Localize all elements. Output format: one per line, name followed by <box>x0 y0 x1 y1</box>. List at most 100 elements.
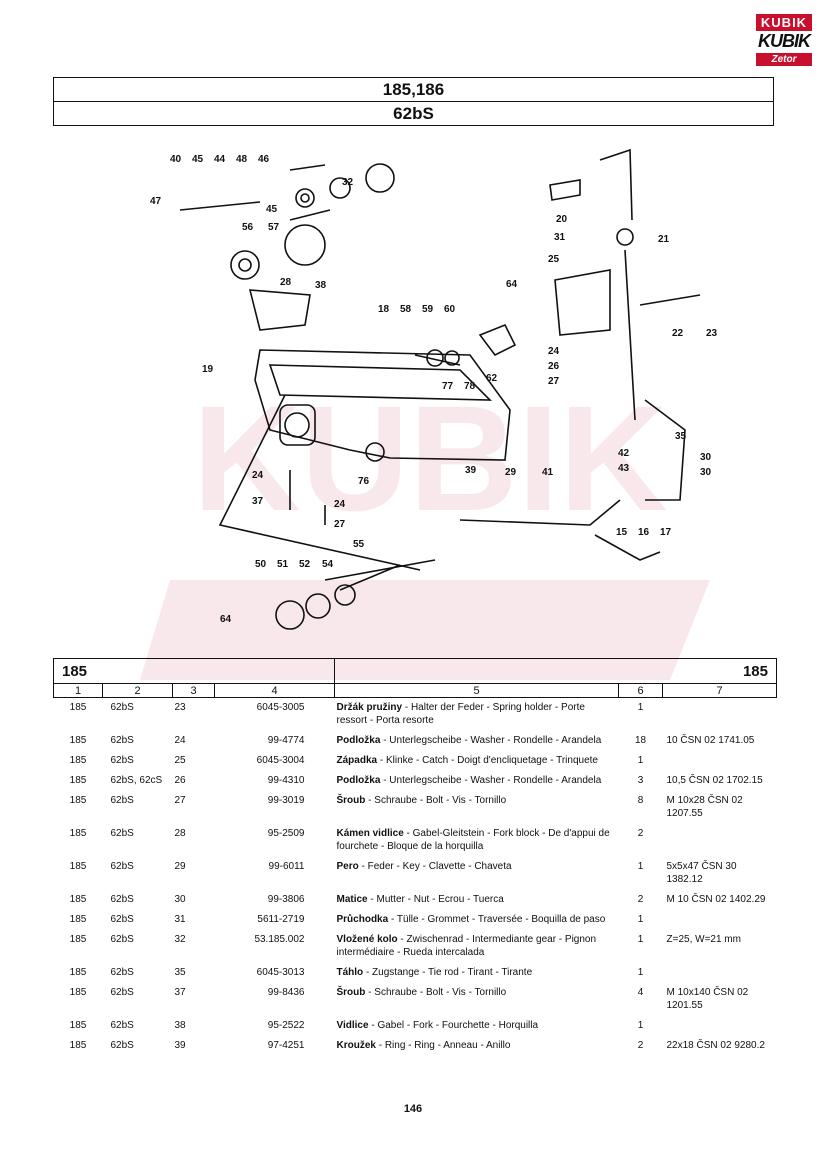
part-name: Matice <box>336 894 368 905</box>
cell-note: 22x18 ČSN 02 9280.2 <box>666 1040 765 1051</box>
svg-text:44: 44 <box>214 154 226 165</box>
svg-text:25: 25 <box>548 254 560 265</box>
cell-part-number: 95-2522 <box>267 1020 305 1031</box>
cell-part-number: 6045-3004 <box>256 755 305 766</box>
svg-text:26: 26 <box>548 361 560 372</box>
svg-text:18: 18 <box>378 304 390 315</box>
watermark-logo: KUBIK <box>140 374 710 680</box>
svg-text:45: 45 <box>192 154 204 165</box>
cell-quantity: 2 <box>637 894 644 905</box>
cell-part-number: 99-8436 <box>267 987 305 998</box>
cell-variant: 62bS <box>110 967 134 978</box>
cell-position: 24 <box>174 735 186 746</box>
part-translations: - Zwischenrad - Intermediante gear - Pig… <box>336 934 597 958</box>
svg-text:62: 62 <box>486 373 498 384</box>
logo-brand: KUBIK <box>756 14 812 31</box>
cell-description: Matice - Mutter - Nut - Ecrou - Tuerca <box>335 890 619 910</box>
cell-description: Západka - Klinke - Catch - Doigt d'encli… <box>335 751 619 771</box>
cell-part-number: 53.185.002 <box>254 934 305 945</box>
cell-group: 185 <box>69 894 87 905</box>
svg-text:37: 37 <box>252 496 264 507</box>
svg-text:21: 21 <box>658 234 670 245</box>
svg-text:28: 28 <box>280 277 292 288</box>
cell-group: 185 <box>69 934 87 945</box>
cell-quantity: 3 <box>637 775 644 786</box>
cell-description: Vložené kolo - Zwischenrad - Intermedian… <box>335 930 619 963</box>
cell-quantity: 2 <box>637 828 644 839</box>
cell-description: Kroužek - Ring - Ring - Anneau - Anillo <box>335 1036 619 1056</box>
cell-position: 25 <box>174 755 186 766</box>
cell-group: 185 <box>69 775 87 786</box>
svg-text:31: 31 <box>554 232 566 243</box>
cell-position: 28 <box>174 828 186 839</box>
cell-quantity: 1 <box>637 702 644 713</box>
kubik-logo: KUBIK KUBIK Zetor <box>756 14 812 70</box>
cell-variant: 62bS <box>110 934 134 945</box>
cell-quantity: 8 <box>637 795 644 806</box>
cell-quantity: 1 <box>637 967 644 978</box>
part-name: Šroub <box>336 795 366 806</box>
cell-part-number: 99-6011 <box>268 861 305 872</box>
cell-note: M 10x28 ČSN 02 1207.55 <box>666 795 743 819</box>
cell-description: Kámen vidlice - Gabel-Gleitstein - Fork … <box>335 824 619 857</box>
cell-group: 185 <box>69 828 87 839</box>
section-left: 185 <box>53 658 335 684</box>
cell-group: 185 <box>69 755 87 766</box>
part-name: Západka <box>336 755 378 766</box>
svg-text:15: 15 <box>616 527 628 538</box>
cell-description: Šroub - Schraube - Bolt - Vis - Tornillo <box>335 983 619 1016</box>
cell-group: 185 <box>69 702 87 713</box>
part-name: Kámen vidlice <box>336 828 404 839</box>
part-name: Kroužek <box>336 1040 376 1051</box>
cell-quantity: 1 <box>637 914 644 925</box>
cell-position: 38 <box>174 1020 186 1031</box>
group-subtitle: 62bS <box>53 101 774 126</box>
cell-note: M 10 ČSN 02 1402.29 <box>666 894 766 905</box>
cell-part-number: 99-4774 <box>267 735 305 746</box>
cell-note: M 10x140 ČSN 02 1201.55 <box>666 987 749 1011</box>
part-translations: - Klinke - Catch - Doigt d'encliquetage … <box>377 755 598 766</box>
part-translations: - Halter der Feder - Spring holder - Por… <box>336 702 585 726</box>
svg-text:58: 58 <box>400 304 412 315</box>
part-name: Vidlice <box>336 1020 369 1031</box>
cell-position: 35 <box>174 967 186 978</box>
svg-text:27: 27 <box>334 519 346 530</box>
cell-note <box>663 751 777 771</box>
cell-quantity: 2 <box>637 1040 644 1051</box>
cell-group: 185 <box>69 967 87 978</box>
svg-text:64: 64 <box>220 614 232 625</box>
cell-group: 185 <box>69 1040 87 1051</box>
svg-text:56: 56 <box>242 222 254 233</box>
svg-text:16: 16 <box>638 527 650 538</box>
part-name: Podložka <box>336 735 381 746</box>
svg-text:48: 48 <box>236 154 248 165</box>
table-section-header: 185 185 <box>53 658 777 684</box>
cell-variant: 62bS <box>110 702 134 713</box>
part-translations: - Mutter - Nut - Ecrou - Tuerca <box>367 894 504 905</box>
svg-text:52: 52 <box>299 559 311 570</box>
cell-note <box>663 824 777 857</box>
cell-variant: 62bS <box>110 735 134 746</box>
cell-variant: 62bS <box>110 828 134 839</box>
part-translations: - Unterlegscheibe - Washer - Rondelle - … <box>380 735 602 746</box>
cell-group: 185 <box>69 861 87 872</box>
cell-description: Držák pružiny - Halter der Feder - Sprin… <box>335 698 619 732</box>
svg-text:43: 43 <box>618 463 630 474</box>
part-name: Pero <box>336 861 359 872</box>
cell-variant: 62bS <box>110 914 134 925</box>
cell-note: 10,5 ČSN 02 1702.15 <box>666 775 763 786</box>
svg-text:20: 20 <box>556 214 568 225</box>
svg-text:77: 77 <box>442 381 454 392</box>
cell-note <box>663 963 777 983</box>
cell-group: 185 <box>69 1020 87 1031</box>
svg-text:54: 54 <box>322 559 334 570</box>
cell-description: Podložka - Unterlegscheibe - Washer - Ro… <box>335 771 619 791</box>
cell-group: 185 <box>69 914 87 925</box>
cell-variant: 62bS <box>110 987 134 998</box>
